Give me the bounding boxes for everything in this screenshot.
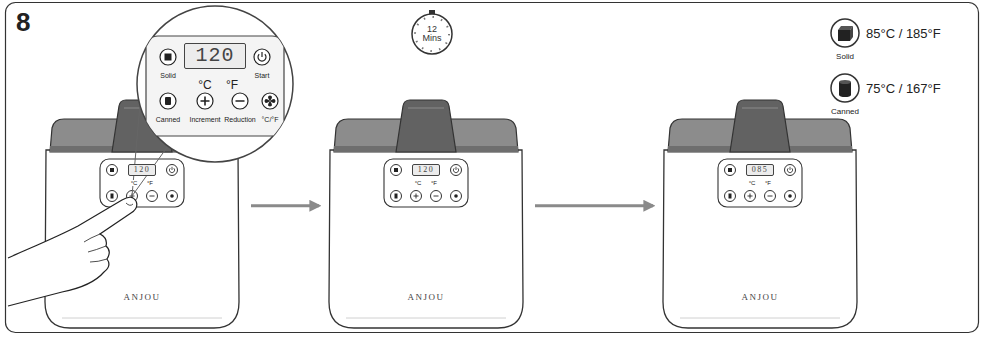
pressing-hand-part xyxy=(8,197,137,306)
display-reading: 120 xyxy=(134,166,151,174)
unit-mark: °F xyxy=(764,180,772,186)
canned-icon xyxy=(831,74,859,102)
solid-icon-part xyxy=(838,30,850,41)
zoom-callout-part-part xyxy=(258,52,266,61)
temperature-value: 75°C / 167°F xyxy=(866,82,941,95)
zoom-callout-part-part xyxy=(160,93,176,109)
display-reading: 120 xyxy=(418,166,435,174)
zoom-callout-part-part xyxy=(265,96,276,107)
timer-icon-part xyxy=(412,14,452,54)
button-label: Reduction xyxy=(224,116,256,123)
zoom-callout-part-part xyxy=(236,100,245,102)
zoom-callout-part-part xyxy=(165,97,171,105)
button-label: °C/°F xyxy=(262,116,279,123)
zoom-callout-part-part xyxy=(197,93,213,109)
zoom-callout xyxy=(137,6,293,162)
unit-mark: °F xyxy=(430,180,438,186)
sterilizer-unit: 120ANJOU xyxy=(45,100,239,330)
pressing-hand-part xyxy=(126,203,133,205)
timer-icon xyxy=(412,10,452,54)
unit-mark: °F xyxy=(146,180,154,186)
zoom-callout-part xyxy=(137,6,293,162)
zoom-callout: 120 °C °F Solid StartCanned Increment Reductio… xyxy=(137,6,293,162)
unit-mark: °C xyxy=(130,180,139,186)
mode-name: Canned xyxy=(831,108,859,116)
lcd-display: 120 xyxy=(128,164,156,176)
zoom-callout-part-part xyxy=(262,93,278,109)
zoom-callout-part-part xyxy=(232,93,248,109)
solid-icon-part xyxy=(831,19,859,47)
canned-icon-part xyxy=(831,74,859,102)
canned-icon-part xyxy=(839,80,851,84)
button-label: Canned xyxy=(156,116,181,123)
zoom-callout-part-part xyxy=(146,36,284,136)
timer-icon-part xyxy=(415,17,449,51)
mode-name: Solid xyxy=(836,53,854,61)
pressing-hand xyxy=(8,197,137,306)
button-label: Solid xyxy=(160,72,176,79)
step-number: 8 xyxy=(16,9,30,35)
zoom-callout-part xyxy=(146,36,284,136)
lcd-display: 120 xyxy=(184,43,246,69)
display-reading: 085 xyxy=(752,166,769,174)
lcd-display: 120 xyxy=(412,164,440,176)
flow-arrow xyxy=(251,204,319,207)
button-label: Increment xyxy=(189,116,220,123)
timer-text: 12 Mins xyxy=(420,25,444,44)
lcd-display: 085 xyxy=(746,164,774,176)
display-reading: 120 xyxy=(195,46,234,66)
brand-name: ANJOU xyxy=(741,293,778,302)
button-label: °C xyxy=(198,79,211,91)
sterilizer-unit: 085ANJOU xyxy=(663,100,857,330)
zoom-callout-part-part xyxy=(254,49,270,65)
brand-name: ANJOU xyxy=(123,293,160,302)
button-label: °F xyxy=(226,79,238,91)
pressing-hand-part xyxy=(84,234,107,262)
timer-circle: 12 Mins xyxy=(410,12,454,56)
solid-icon-part xyxy=(850,26,853,41)
unit-mark: °C xyxy=(748,180,757,186)
flow-arrow xyxy=(535,204,653,207)
brand-name: ANJOU xyxy=(407,293,444,302)
zoom-callout-part-part xyxy=(165,54,172,61)
temperature-value: 85°C / 185°F xyxy=(866,27,941,40)
zoom-callout-part-part xyxy=(160,49,176,65)
solid-icon xyxy=(831,19,859,47)
device-running xyxy=(329,100,523,328)
device-done xyxy=(663,100,857,328)
canned-icon-part xyxy=(839,93,851,97)
zoom-callout-part-part xyxy=(201,97,210,106)
sterilizer-unit: 120ANJOU xyxy=(329,100,523,330)
frame xyxy=(6,3,979,333)
unit-mark: °C xyxy=(414,180,423,186)
button-label: Start xyxy=(255,72,270,79)
